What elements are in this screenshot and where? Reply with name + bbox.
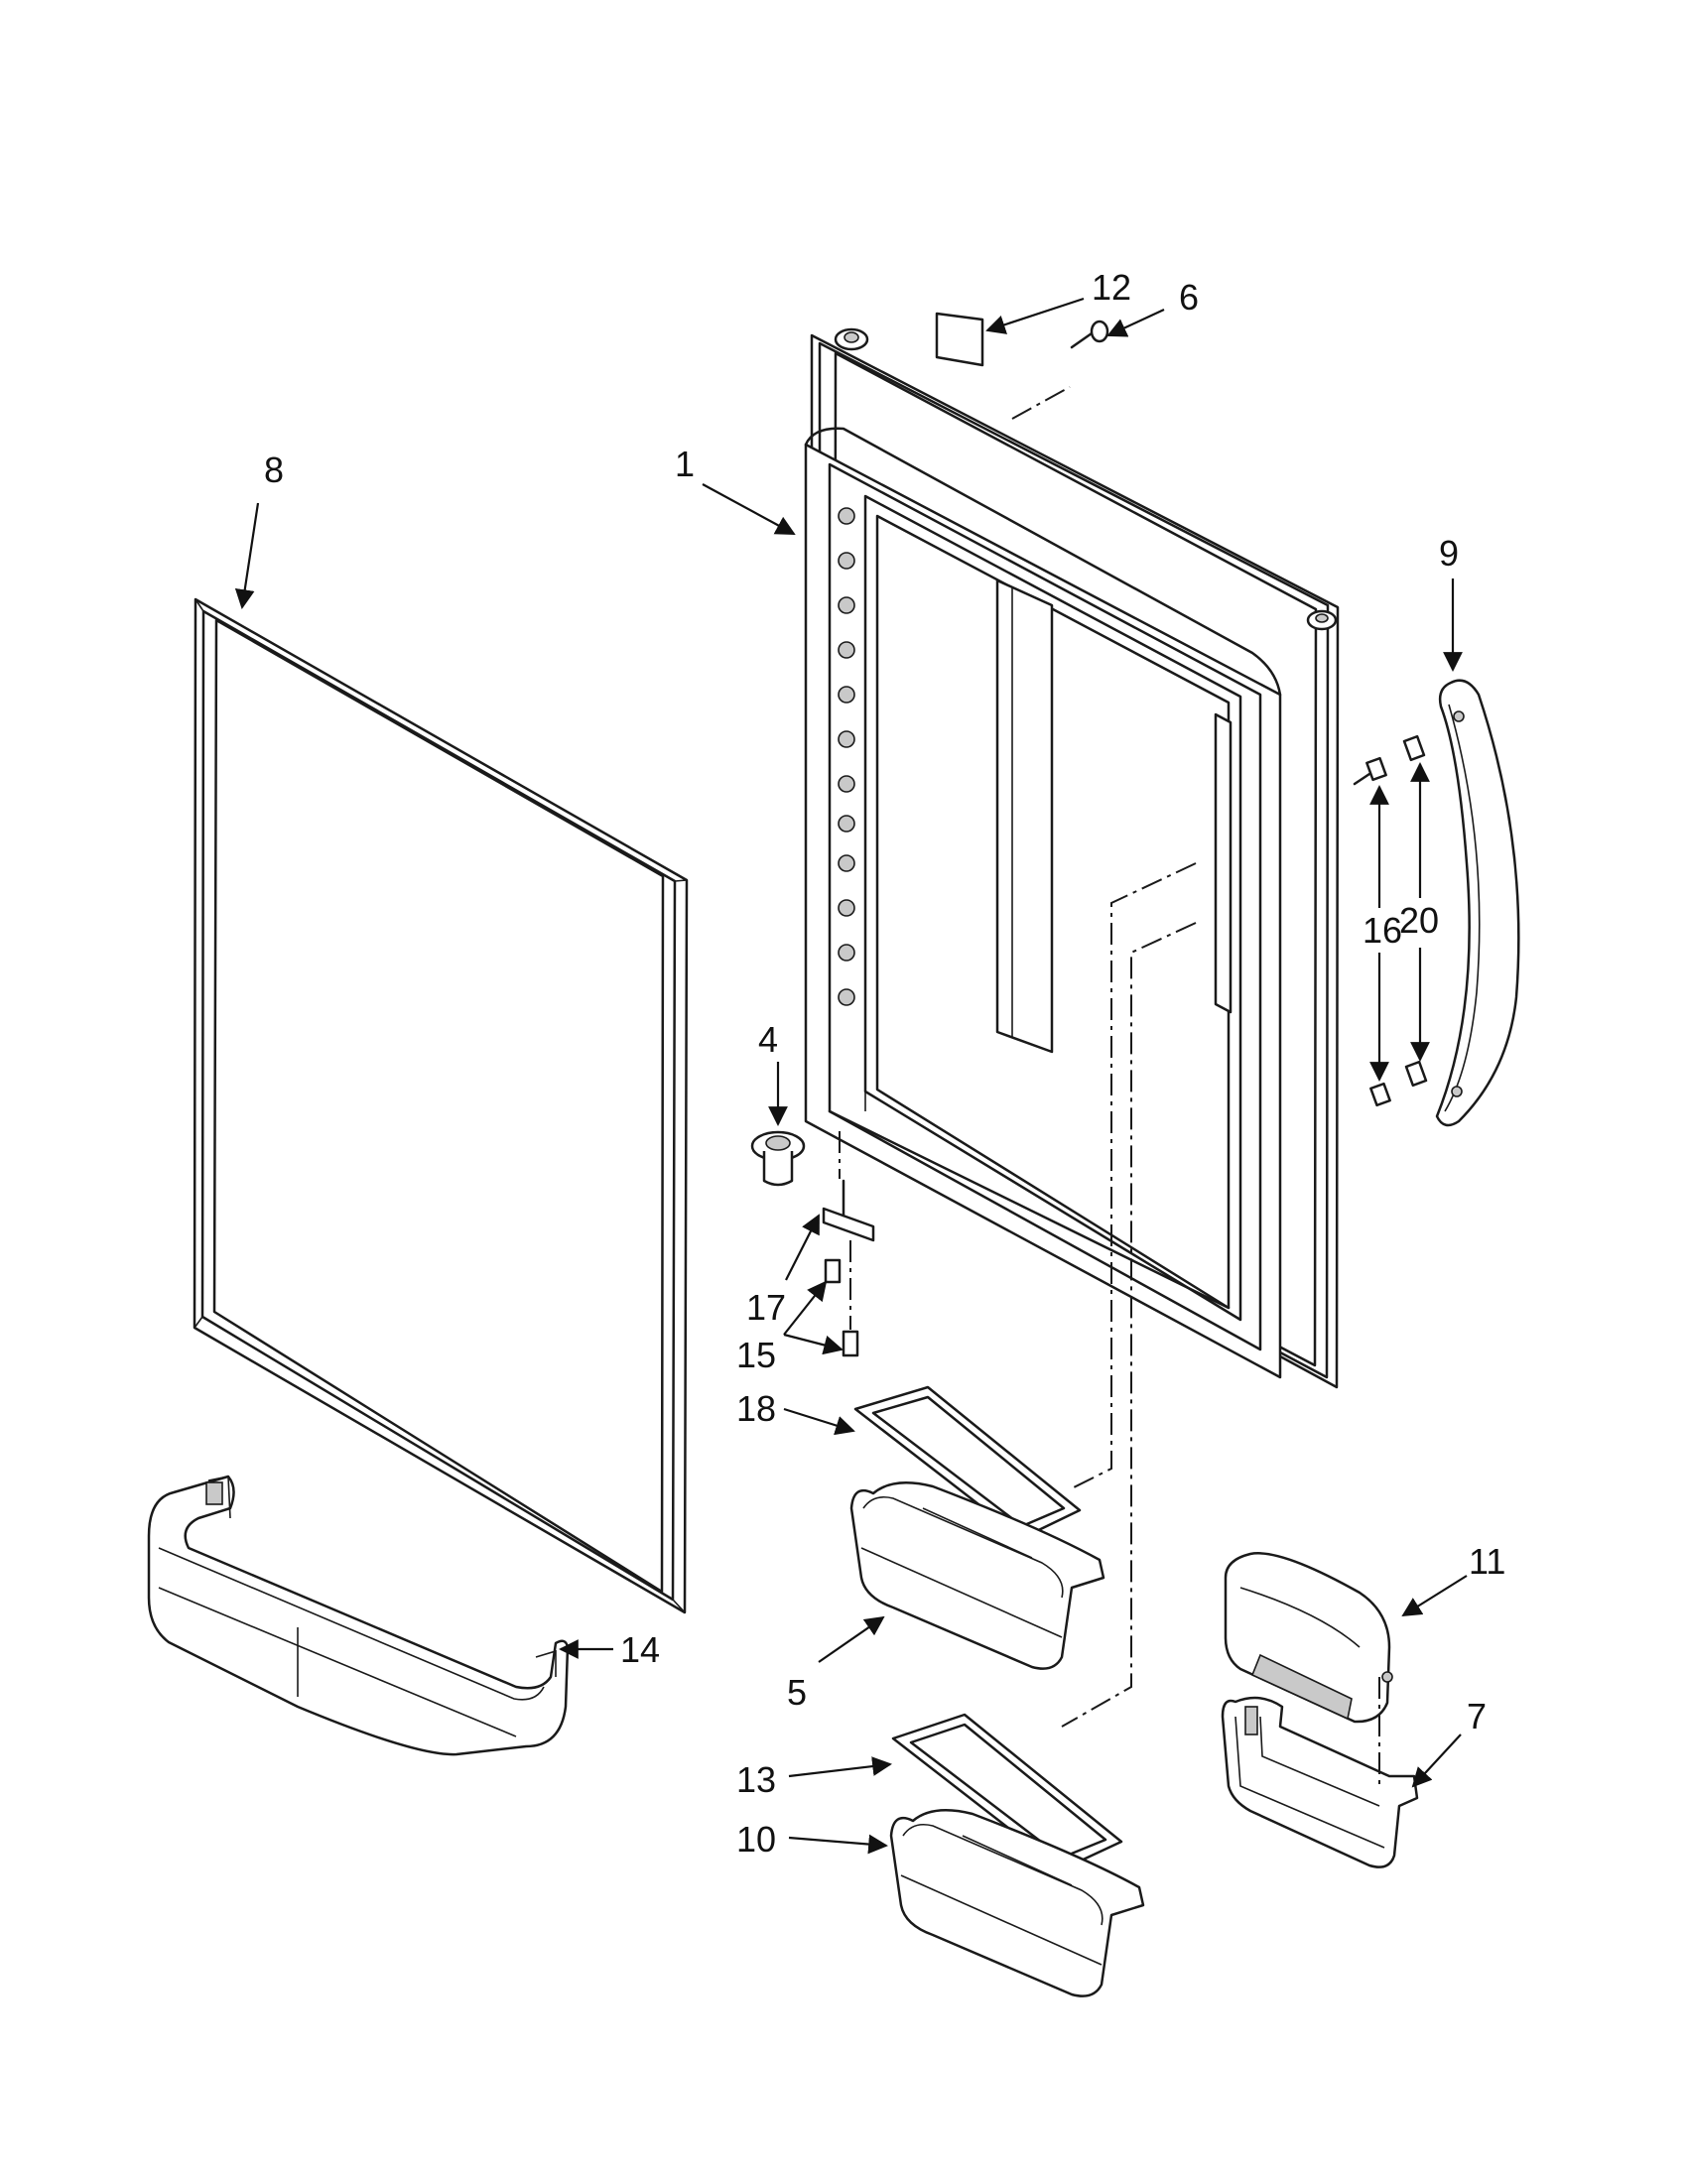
bushing	[750, 1130, 806, 1187]
hinge-screws	[824, 1240, 859, 1357]
dairy-bin	[1221, 1696, 1419, 1868]
handle-screws	[1353, 734, 1428, 1107]
label-17: 17	[746, 1287, 786, 1328]
door-bin-upper	[849, 1481, 1105, 1670]
label-15: 15	[736, 1335, 776, 1375]
label-6: 6	[1179, 277, 1199, 318]
label-8: 8	[264, 450, 284, 490]
part-labels: 1 4 5 6 7 8 9 10 11 12 13 14 15 16 17 18…	[264, 267, 1505, 1860]
label-7: 7	[1467, 1696, 1487, 1736]
leader-arrows	[234, 297, 1468, 1855]
label-14: 14	[620, 1629, 660, 1670]
label-16: 16	[1363, 910, 1402, 951]
bin-liner-upper	[853, 1385, 1082, 1540]
label-11: 11	[1469, 1541, 1505, 1582]
door-bin-bottom	[147, 1475, 570, 1756]
dairy-door	[1224, 1552, 1393, 1724]
label-12: 12	[1092, 267, 1131, 308]
label-18: 18	[736, 1388, 776, 1429]
label-10: 10	[736, 1819, 776, 1860]
label-4: 4	[758, 1019, 778, 1060]
hinge-bracket	[822, 1131, 875, 1242]
door-handle	[1435, 679, 1520, 1127]
door-liner	[804, 327, 1340, 1389]
label-5: 5	[787, 1672, 807, 1713]
label-9: 9	[1439, 533, 1459, 574]
label-13: 13	[736, 1759, 776, 1800]
label-part	[935, 312, 984, 367]
assembly-lines	[1061, 862, 1380, 1786]
screw-top	[1011, 320, 1109, 420]
label-20: 20	[1399, 900, 1439, 941]
shelf-detents	[838, 507, 855, 1006]
label-1: 1	[675, 444, 695, 484]
door-gasket	[193, 597, 689, 1614]
door-bin-lower	[889, 1809, 1145, 1997]
